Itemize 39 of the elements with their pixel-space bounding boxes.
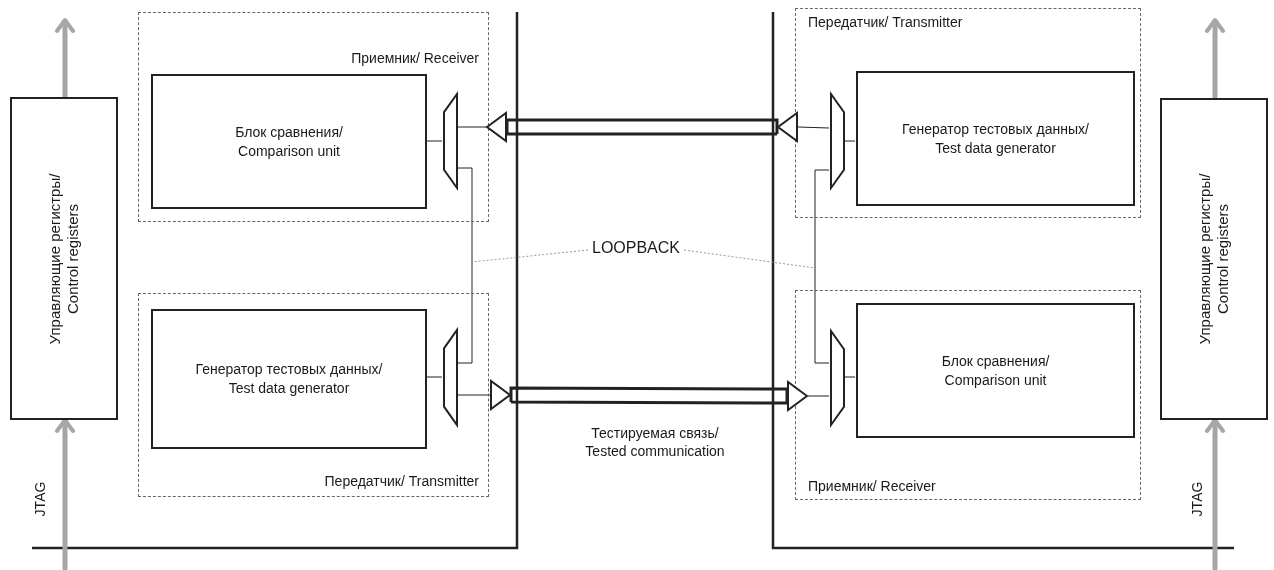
control-register-box xyxy=(10,97,118,420)
differential-link xyxy=(509,386,789,405)
dashed-group-frame xyxy=(795,290,1141,500)
process-box xyxy=(856,303,1135,438)
arrow xyxy=(1205,418,1225,570)
group-label: Передатчик/ Transmitter xyxy=(808,13,964,31)
leader-line xyxy=(471,249,589,263)
box-label: Управляющие регистры/ Control registers xyxy=(46,172,82,346)
box-label: Блок сравнения/ Comparison unit xyxy=(940,351,1051,390)
callout-label: LOOPBACK xyxy=(588,236,684,260)
connector xyxy=(807,395,830,397)
process-box xyxy=(856,71,1135,206)
process-box xyxy=(151,74,427,209)
control-register-box xyxy=(1160,98,1268,420)
box-label: Генератор тестовых данных/ Test data generator xyxy=(901,119,1090,158)
connector xyxy=(843,376,856,378)
group-label: Приемник/ Receiver xyxy=(808,477,937,495)
signal-label: JTAG xyxy=(1188,480,1206,519)
connector xyxy=(843,140,856,142)
arrow xyxy=(55,18,75,97)
arrow xyxy=(55,418,75,570)
connector xyxy=(797,126,830,129)
connector xyxy=(814,169,830,364)
dashed-group-frame xyxy=(138,12,489,222)
connector xyxy=(456,167,473,364)
dashed-group-frame xyxy=(795,8,1141,218)
link-label: Тестируемая связь/ Tested communication xyxy=(584,424,726,460)
process-box xyxy=(151,309,427,449)
signal-label: JTAG xyxy=(31,480,49,519)
leader-line xyxy=(683,249,816,269)
arrow xyxy=(1205,18,1225,98)
connector xyxy=(456,126,487,128)
box-label: Управляющие регистры/ Control registers xyxy=(1196,172,1232,347)
group-label: Приемник/ Receiver xyxy=(350,49,479,67)
box-label: Блок сравнения/ Comparison unit xyxy=(234,122,344,161)
group-label: Передатчик/ Transmitter xyxy=(323,472,479,490)
box-label: Генератор тестовых данных/ Test data generator xyxy=(194,360,384,398)
connector xyxy=(456,394,491,396)
dashed-group-frame xyxy=(138,293,489,497)
